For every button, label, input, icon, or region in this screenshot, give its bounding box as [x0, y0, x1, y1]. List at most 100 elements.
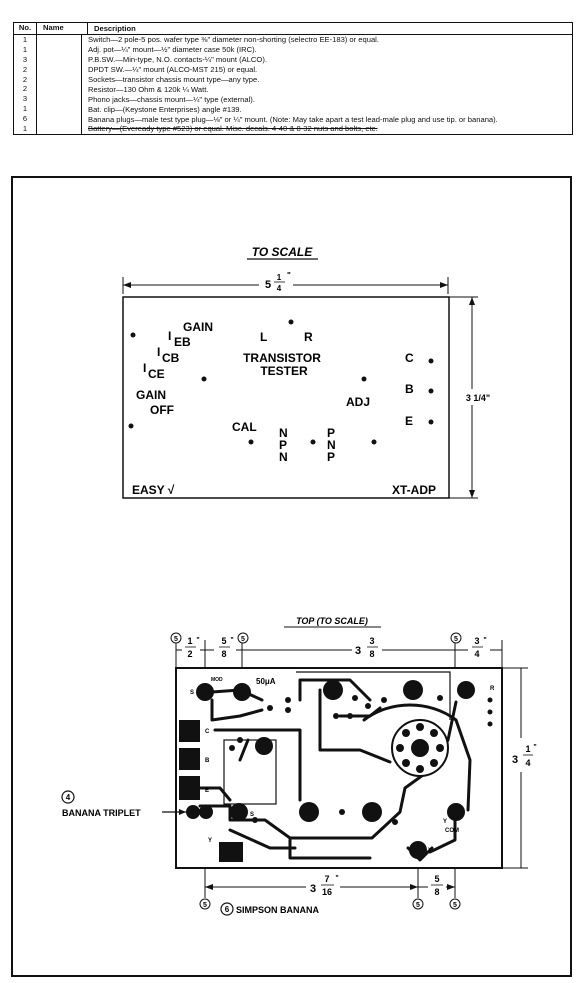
- panel-label-off: OFF: [150, 403, 174, 417]
- dim-bottom-1-den: 16: [322, 887, 332, 897]
- callout-5: 5: [453, 902, 457, 909]
- dim-top-3-whole: 3: [355, 645, 361, 657]
- row-qty: 6: [14, 114, 37, 125]
- dim-top-4-den: 4: [474, 649, 479, 659]
- dim-bottom-2-num: 5: [434, 874, 439, 884]
- table-row: 3 P.B.SW.—Min-type, N.O. contacts-¼" moun…: [14, 54, 572, 65]
- pcb-label-b: B: [205, 758, 210, 764]
- row-qty: 2: [14, 84, 37, 95]
- callout-5: 5: [416, 902, 420, 909]
- row-description: Resistor—130 Ohm & 120k ¼ Watt.: [88, 84, 209, 94]
- panel-width-unit: ": [287, 271, 291, 280]
- pcb-pad: [186, 805, 200, 819]
- pcb-pad: [299, 802, 319, 822]
- pcb-pad: [362, 802, 382, 822]
- callout-5: 5: [174, 636, 178, 643]
- panel-label-easy: EASY √: [132, 483, 175, 497]
- dim-top-2-num: 5: [221, 636, 226, 646]
- row-description: Phono jacks—chassis mount—¼" type (exter…: [88, 94, 255, 104]
- panel-label-c: C: [405, 351, 414, 365]
- dim-height-den: 4: [525, 758, 530, 768]
- pcb-label-y: Y: [208, 838, 212, 844]
- dim-bottom-1-unit: ": [335, 875, 338, 882]
- dim-top-1-unit: ": [196, 637, 199, 644]
- row-description: Battery—(Eveready type #523) or equal. M…: [88, 124, 378, 134]
- terminal-block: [179, 776, 200, 800]
- panel-label-pnp-2: N: [327, 438, 336, 452]
- panel-label-l: L: [260, 330, 267, 344]
- dim-height-num: 1: [525, 744, 530, 754]
- board-caption: TOP (TO SCALE): [296, 616, 368, 626]
- pcb-pad: [199, 805, 213, 819]
- pcb-pad: [323, 680, 343, 700]
- table-row: 2 Sockets—transistor chassis mount type—a…: [14, 74, 572, 85]
- panel-label-e: E: [405, 414, 413, 428]
- pcb-label-s: S: [190, 690, 194, 696]
- hole-dot: [248, 439, 254, 445]
- panel-label-npn-1: N: [279, 426, 288, 440]
- table-row: 1 Adj. pot—¼" mount—½" diameter case 50k …: [14, 44, 572, 55]
- hole-dot: [371, 439, 377, 445]
- dim-top-3-den: 8: [369, 649, 374, 659]
- callout-5: 5: [203, 902, 207, 909]
- panel-label-icb: I: [157, 345, 160, 359]
- table-row: 6 Banana plugs—male test type plug—⅛" or …: [14, 114, 572, 125]
- panel-label-npn-2: P: [279, 438, 287, 452]
- row-qty: 2: [14, 64, 37, 75]
- row-description: Adj. pot—¼" mount—½" diameter case 50k (…: [88, 45, 257, 55]
- panel-label-adj: ADJ: [346, 395, 370, 409]
- hole-dot: [428, 388, 434, 394]
- pcb-pad: [230, 803, 248, 821]
- hole-dot: [310, 439, 316, 445]
- hole-dot: [128, 423, 134, 429]
- pcb-label-com: COM: [445, 828, 459, 834]
- row-qty: 1: [14, 124, 37, 134]
- panel-caption: TO SCALE: [252, 245, 313, 259]
- callout-6: 6: [225, 905, 230, 914]
- row-description: DPDT SW.—¼" mount (ALCO-MST 215) or equa…: [88, 65, 258, 75]
- pcb-pad: [255, 737, 273, 755]
- panel-title-line2: TESTER: [260, 364, 308, 378]
- row-qty: 3: [14, 54, 37, 65]
- row-description: Banana plugs—male test type plug—⅛" or ¼…: [88, 114, 498, 124]
- pcb-label-r: R: [490, 686, 495, 692]
- row-qty: 2: [14, 74, 37, 85]
- row-qty: 1: [14, 44, 37, 55]
- panel-outline: [122, 296, 450, 499]
- row-description: P.B.SW.—Min-type, N.O. contacts-¼" mount…: [88, 55, 267, 65]
- panel-height-label: 3 1/4": [466, 393, 490, 403]
- panel-width-whole: 5: [265, 279, 271, 291]
- pcb-label-mod: MOD: [211, 677, 223, 683]
- dim-height-unit: ": [533, 744, 536, 751]
- dim-bottom-1-whole: 3: [310, 883, 316, 895]
- panel-width-num: 1: [277, 273, 282, 282]
- panel-title-line1: TRANSISTOR: [243, 351, 321, 365]
- hole-dot: [361, 376, 367, 382]
- panel-label-r: R: [304, 330, 313, 344]
- dim-top-4-num: 3: [474, 636, 479, 646]
- header-no: No.: [14, 23, 37, 34]
- hole-dot: [201, 376, 207, 382]
- panel-label-gain-top: GAIN: [183, 320, 213, 334]
- callout-5: 5: [241, 636, 245, 643]
- panel-label-npn-3: N: [279, 450, 288, 464]
- callout-5: 5: [454, 636, 458, 643]
- transistor-socket: [391, 719, 449, 777]
- panel-label-pnp-3: P: [327, 450, 335, 464]
- panel-label-b: B: [405, 382, 414, 396]
- table-row: 2 Resistor—130 Ohm & 120k ¼ Watt.: [14, 84, 572, 95]
- figure-frame: [11, 176, 572, 977]
- row-description: Sockets—transistor chassis mount type—an…: [88, 75, 260, 84]
- parts-table-header: No. Name Description: [14, 23, 572, 35]
- pcb-pad: [447, 803, 465, 821]
- panel-label-pnp-1: P: [327, 426, 335, 440]
- simpson-banana-label: SIMPSON BANANA: [236, 905, 320, 915]
- panel-width-den: 4: [277, 284, 282, 293]
- panel-label-ice: I: [143, 361, 146, 375]
- dim-top-1-num: 1: [187, 636, 192, 646]
- table-row: 1 Battery—(Eveready type #523) or equal. …: [14, 124, 572, 134]
- terminal-block: [179, 748, 200, 770]
- hole-dot: [428, 419, 434, 425]
- pcb-pad: [196, 683, 214, 701]
